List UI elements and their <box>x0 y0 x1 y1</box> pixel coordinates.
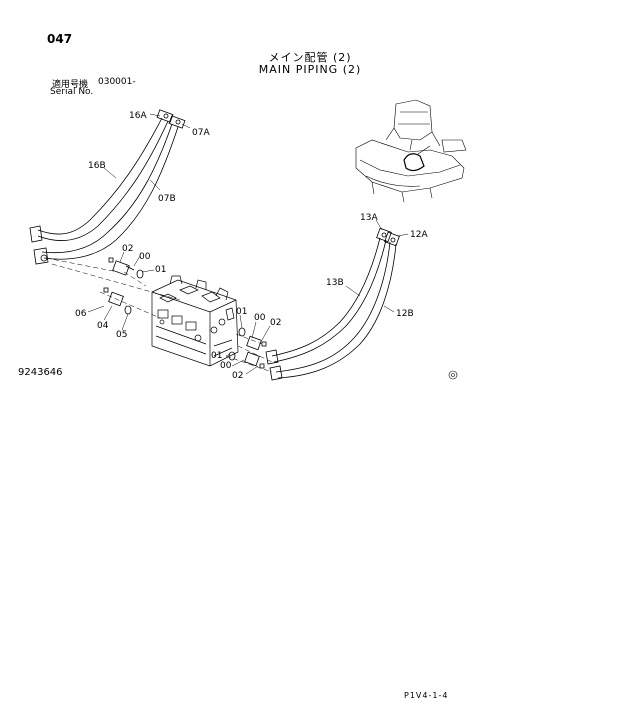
serial-value: 030001- <box>98 77 136 87</box>
serial-label-english: Serial No. <box>50 87 94 97</box>
control-valve <box>151 275 239 367</box>
label-12b: 12B <box>396 309 414 319</box>
label-07b: 07B <box>158 194 176 204</box>
title-japanese: メイン配管 (2) <box>268 51 352 64</box>
hose-12b <box>275 241 397 379</box>
hose-end-fittings-top-right <box>376 227 400 247</box>
leader-lines <box>87 113 409 375</box>
label-01-right-lower: 01 <box>211 351 222 361</box>
label-02-right-lower: 02 <box>232 371 243 381</box>
label-00-right-upper: 00 <box>254 313 266 323</box>
machine-overview-sketch <box>355 99 467 203</box>
hose-13b <box>271 237 387 363</box>
part-labels: 16A 07A 16B 07B 02 00 01 06 04 05 01 00 … <box>75 111 428 381</box>
label-02-right-upper: 02 <box>270 318 281 328</box>
label-12a: 12A <box>410 230 428 240</box>
label-01-left: 01 <box>155 265 166 275</box>
label-13a: 13A <box>360 213 378 223</box>
page-number: 047 <box>47 32 73 46</box>
circle-emblem-icon <box>448 370 458 380</box>
label-00-right-lower: 00 <box>220 361 232 371</box>
label-04: 04 <box>97 321 109 331</box>
label-00-left: 00 <box>139 252 151 262</box>
label-13b: 13B <box>326 278 344 288</box>
center-lines-left <box>45 257 181 319</box>
label-01-right-upper: 01 <box>236 307 247 317</box>
hose-07b <box>41 123 179 260</box>
footer-code: P1V4-1-4 <box>404 691 449 700</box>
hose-end-fittings-top-left <box>156 109 186 129</box>
label-16b: 16B <box>88 161 106 171</box>
hose-16b <box>37 117 169 241</box>
figure-number: 9243646 <box>18 367 63 378</box>
fitting-group-right <box>228 327 267 369</box>
serial-label-japanese: 適用号機 <box>52 80 89 90</box>
label-07a: 07A <box>192 128 210 138</box>
title-english: MAIN PIPING (2) <box>258 63 362 76</box>
label-02-left: 02 <box>122 244 133 254</box>
label-06: 06 <box>75 309 87 319</box>
label-05: 05 <box>116 330 127 340</box>
hose-bend-fittings-bottom-right <box>265 349 283 381</box>
label-16a: 16A <box>129 111 147 121</box>
fitting-group-left <box>103 257 144 315</box>
